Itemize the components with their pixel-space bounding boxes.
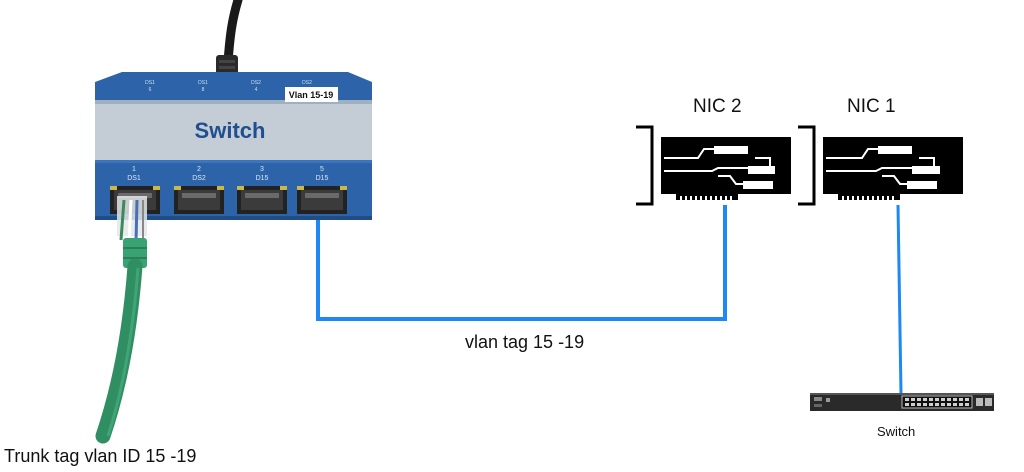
rack-switch <box>810 393 994 411</box>
port-number: 5 <box>320 166 324 173</box>
top-port-label: 4 <box>255 87 258 93</box>
top-port-label: DS2 <box>251 80 261 86</box>
switch-brand-text: Switch <box>195 118 266 143</box>
ethernet-port <box>297 186 347 214</box>
top-port-label: DS2 <box>302 80 312 86</box>
nic1-label: NIC 1 <box>847 96 896 117</box>
port-label: DS1 <box>127 175 141 182</box>
top-port-label: DS1 <box>198 80 208 86</box>
power-cable <box>216 0 243 77</box>
top-port-label: 8 <box>202 87 205 93</box>
port-label: DS2 <box>192 175 206 182</box>
rack-switch-label: Switch <box>877 424 916 439</box>
ethernet-port <box>237 186 287 214</box>
trunk-label: Trunk tag vlan ID 15 -19 <box>4 446 197 466</box>
nic2-label: NIC 2 <box>693 96 742 117</box>
nic1-switch-link-line <box>896 204 903 395</box>
nic2-card <box>636 125 791 206</box>
trunk-cable <box>95 196 147 444</box>
port-label: D15 <box>256 175 269 182</box>
port-number: 3 <box>260 166 264 173</box>
top-port-labels: DS1 6 DS1 8 DS2 4 DS2 <box>145 80 312 93</box>
vlan-badge-text: Vlan 15-19 <box>289 90 334 100</box>
nic1-card <box>798 125 963 206</box>
port-number: 2 <box>197 166 201 173</box>
port-number: 1 <box>132 166 136 173</box>
port-label: D15 <box>316 175 329 182</box>
top-port-label: DS1 <box>145 80 155 86</box>
vlan-badge <box>285 87 338 102</box>
ethernet-port <box>174 186 224 214</box>
vlan-link-line <box>316 205 727 321</box>
top-port-label: 6 <box>149 87 152 93</box>
vlan-tag-label: vlan tag 15 -19 <box>465 332 585 352</box>
